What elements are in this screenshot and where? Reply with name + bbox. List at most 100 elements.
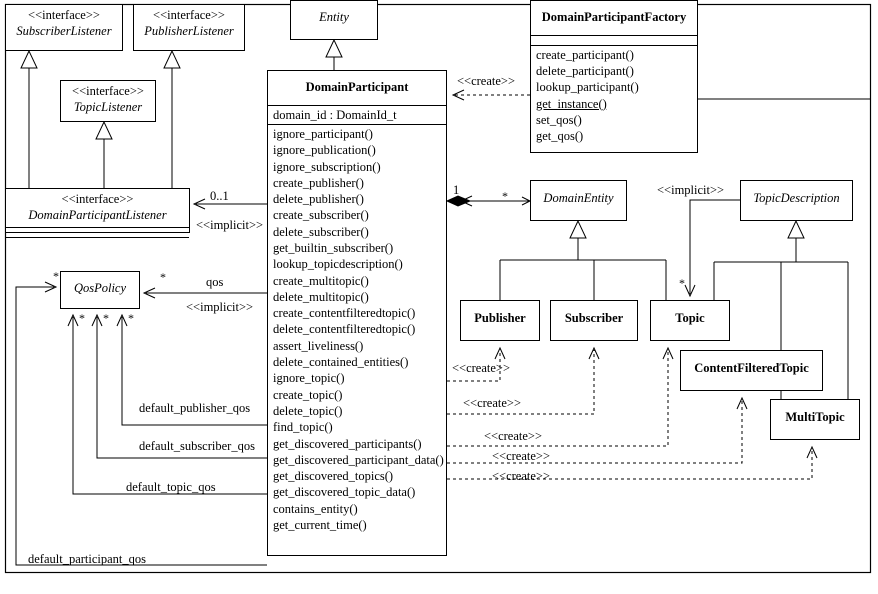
operations-compartment [6,237,189,247]
operation: create_subscriber() [273,208,369,223]
class-domain-participant-factory[interactable]: DomainParticipantFactory create_particip… [530,0,698,153]
class-name: DomainParticipantListener [28,207,167,222]
class-domain-participant[interactable]: DomainParticipant domain_id : DomainId_t… [267,70,447,556]
class-title: QosPolicy [61,272,139,301]
class-name: ContentFilteredTopic [694,361,809,375]
class-topic-description[interactable]: TopicDescription [740,180,853,221]
multiplicity-listener-0-1: 0..1 [210,189,229,203]
operation: lookup_participant() [536,80,639,95]
operation: get_qos() [536,129,584,144]
attributes-compartment [6,227,189,237]
label-default-publisher-qos: default_publisher_qos [139,401,251,415]
class-title: <<interface>> PublisherListener [134,5,244,43]
class-title: Topic [651,301,729,331]
multiplicity-default-subscriber-star: * [103,311,109,325]
class-title: MultiTopic [771,400,859,430]
class-title: DomainEntity [531,181,626,211]
class-qos-policy[interactable]: QosPolicy [60,271,140,309]
class-multi-topic[interactable]: MultiTopic [770,399,860,440]
composition-participant-domainentity [445,195,532,207]
generalization-subscriberlistener [20,49,38,188]
operation: ignore_topic() [273,371,345,386]
class-name: QosPolicy [73,281,127,295]
generalization-publisherlistener [163,49,181,188]
operation: delete_multitopic() [273,289,369,304]
class-topic-listener[interactable]: <<interface>> TopicListener [60,80,156,122]
multiplicity-qos-star-left: * [53,269,59,283]
operation: delete_contained_entities() [273,355,409,370]
operation: delete_subscriber() [273,224,369,239]
class-name: SubscriberListener [16,23,112,38]
label-implicit-topicdescription: <<implicit>> [657,183,725,197]
stereotype-label: <<interface>> [61,192,134,206]
attributes-compartment [531,34,697,45]
operation: create_multitopic() [273,273,369,288]
class-name: Topic [675,311,705,325]
operation: ignore_publication() [273,143,376,158]
class-domain-entity[interactable]: DomainEntity [530,180,627,221]
class-title: Entity [291,1,377,30]
class-name: DomainParticipant [305,80,409,94]
operation: contains_entity() [273,501,358,516]
label-implicit-qos: <<implicit>> [186,300,254,314]
class-name: TopicDescription [753,191,840,205]
operation: get_current_time() [273,518,367,533]
class-domain-participant-listener[interactable]: <<interface>> DomainParticipantListener [5,188,190,239]
operation: create_topic() [273,387,343,402]
class-subscriber[interactable]: Subscriber [550,300,638,341]
operation: delete_topic() [273,403,343,418]
label-create-subscriber: <<create>> [463,396,522,410]
operation: create_publisher() [273,175,364,190]
multiplicity-default-publisher-star: * [128,311,134,325]
operation: get_builtin_subscriber() [273,241,394,255]
label-default-topic-qos: default_topic_qos [126,480,216,494]
operation: create_contentfilteredtopic() [273,306,416,321]
operations-compartment: create_participant() delete_participant(… [531,44,697,146]
operation: lookup_topicdescription() [273,257,403,272]
operation: get_discovered_topic_data() [273,485,416,500]
class-name: DomainParticipantFactory [541,10,687,24]
operation: get_discovered_topics() [273,469,394,484]
operation-static: get_instance() [536,96,607,111]
class-title: Subscriber [551,301,637,331]
label-create-multitopic: <<create>> [492,469,551,483]
multiplicity-default-topic-star: * [79,311,85,325]
class-publisher[interactable]: Publisher [460,300,540,341]
class-entity[interactable]: Entity [290,0,378,40]
class-name: TopicListener [73,99,143,114]
operation: set_qos() [536,112,582,127]
class-title: <<interface>> SubscriberListener [6,5,122,43]
label-create-topic: <<create>> [484,429,543,443]
attributes-compartment: domain_id : DomainId_t [268,104,446,124]
operation: delete_contentfilteredtopic() [273,322,416,337]
operation: create_participant() [536,47,634,62]
stereotype-label: <<interface>> [28,8,100,22]
dependency-create-domainparticipant [451,89,530,101]
association-default-participant-qos [15,281,267,566]
class-topic[interactable]: Topic [650,300,730,341]
class-name: Publisher [474,311,526,325]
operation: delete_publisher() [273,192,364,207]
class-title: TopicDescription [741,181,852,211]
class-subscriber-listener[interactable]: <<interface>> SubscriberListener [5,4,123,51]
class-title: DomainParticipantFactory [531,1,697,35]
class-title: ContentFilteredTopic [681,351,822,381]
class-title: Publisher [461,301,539,331]
generalization-topiclistener [95,120,113,188]
class-name: PublisherListener [144,23,234,38]
operation: assert_liveliness() [273,338,364,353]
class-name: Subscriber [564,311,624,325]
operation: ignore_participant() [273,126,373,141]
operation: get_discovered_participant_data() [273,452,444,467]
operations-compartment: ignore_participant() ignore_publication(… [268,123,446,534]
class-name: DomainEntity [543,191,614,205]
stereotype-label: <<interface>> [72,84,144,98]
class-content-filtered-topic[interactable]: ContentFilteredTopic [680,350,823,391]
attribute-domain-id: domain_id : DomainId_t [273,107,397,122]
operation: find_topic() [273,420,333,435]
generalization-domainentity-children [499,219,667,300]
stereotype-label: <<interface>> [153,8,225,22]
class-name: MultiTopic [785,410,845,424]
association-participant-qos [142,287,267,299]
class-publisher-listener[interactable]: <<interface>> PublisherListener [133,4,245,51]
